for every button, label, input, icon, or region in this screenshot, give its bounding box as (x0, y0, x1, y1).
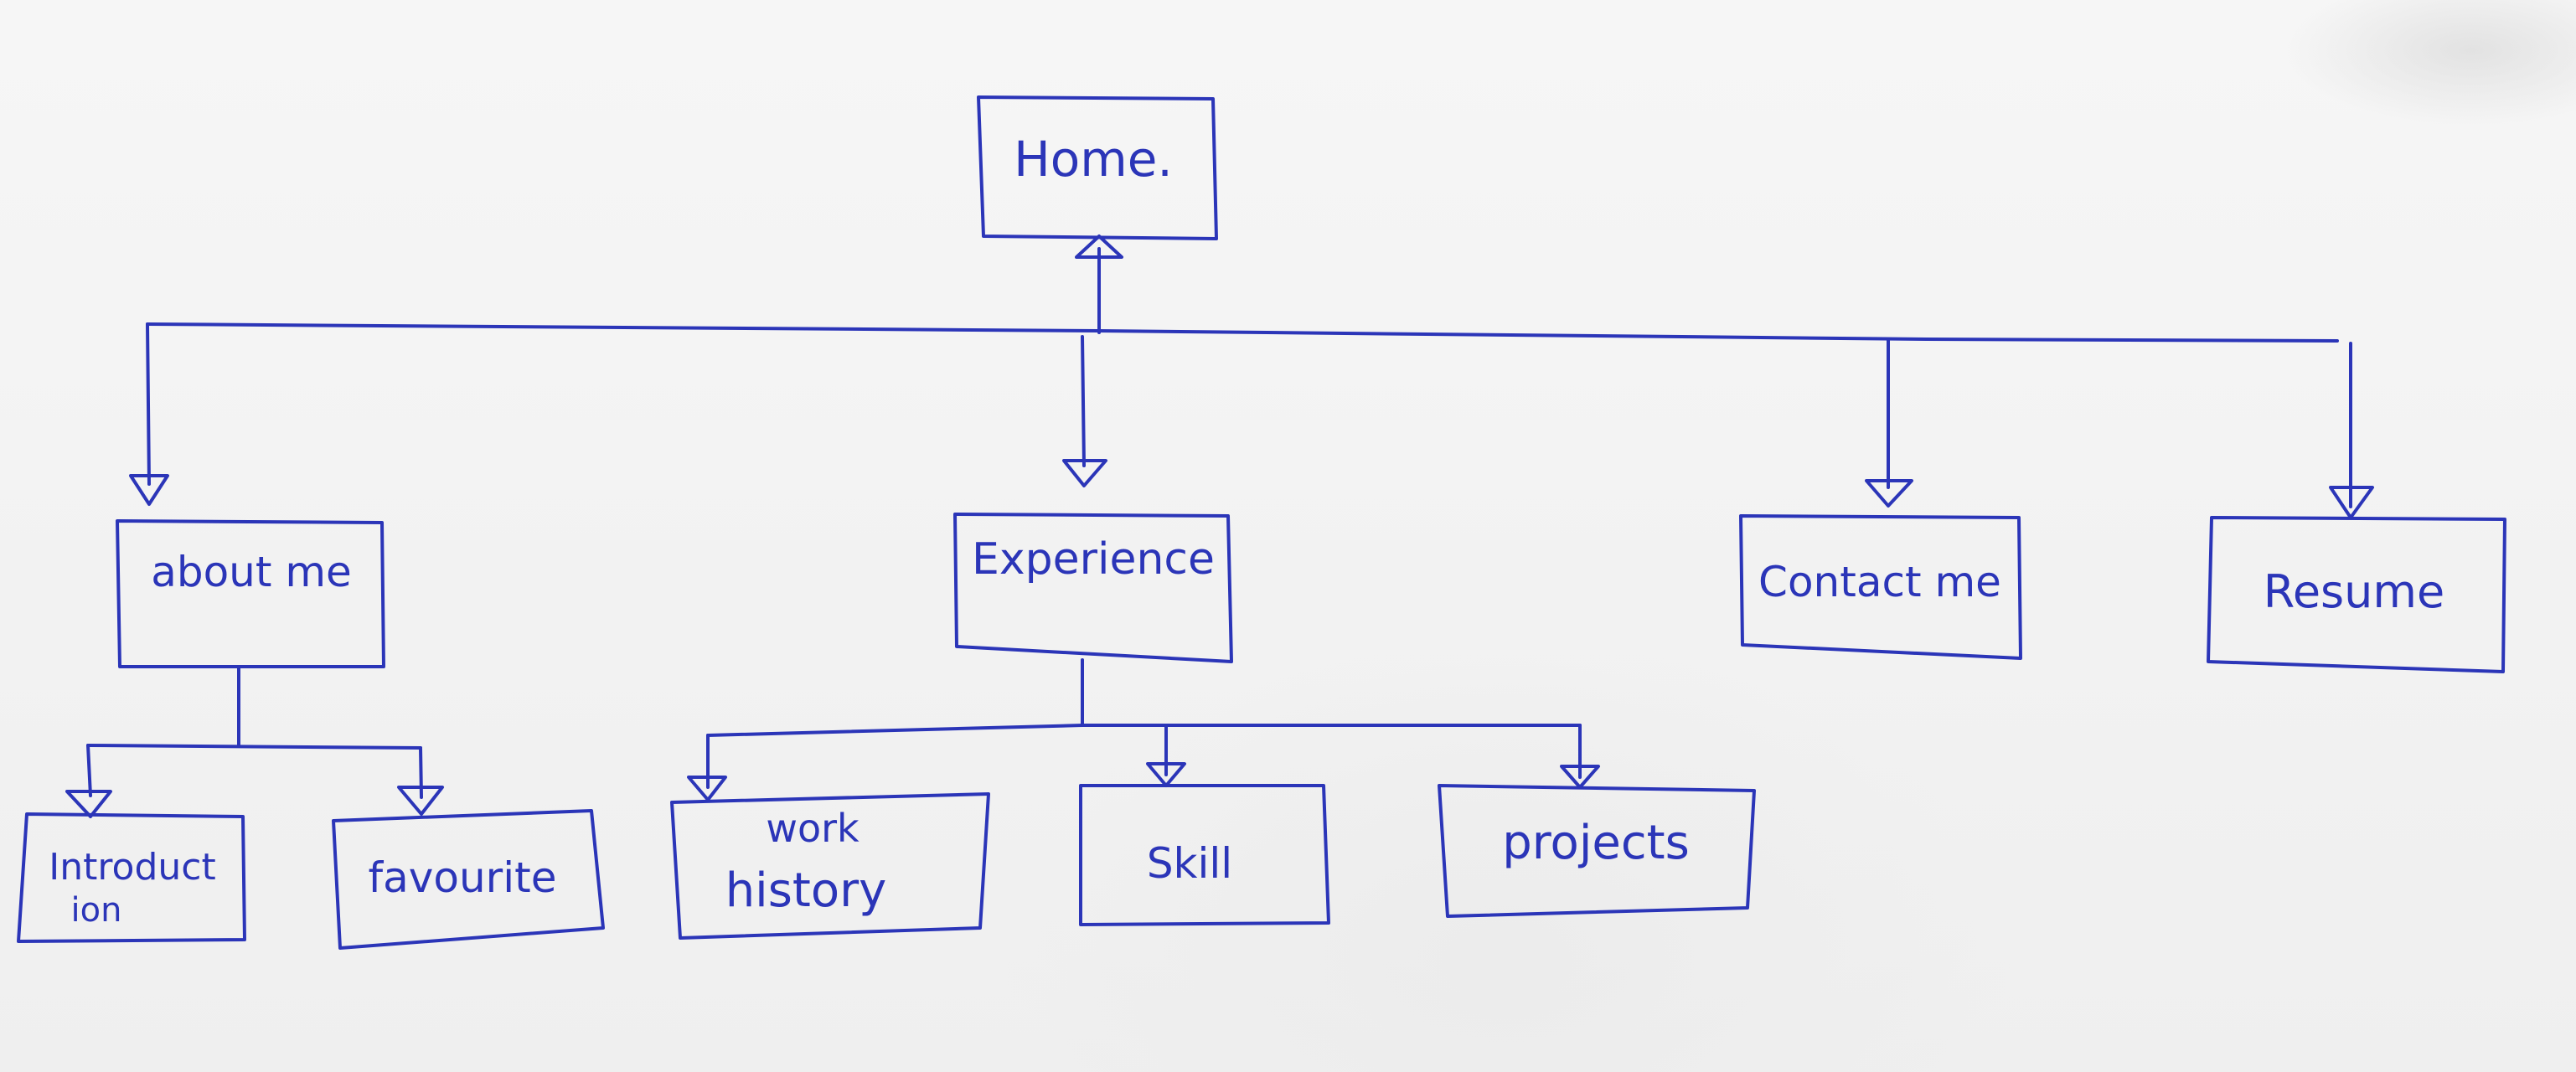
home-label: Home. (1014, 131, 1173, 188)
home-arrowhead (1075, 234, 1123, 259)
arrowheads (65, 234, 2374, 818)
node-work-history: work history (670, 792, 990, 940)
work-history-arrowhead (687, 776, 727, 801)
experience-arrowhead (1062, 459, 1107, 487)
experience-drop-line (1081, 335, 1086, 467)
projects-box (1438, 784, 1756, 918)
node-projects: projects (1438, 784, 1756, 918)
favourite-box (332, 809, 605, 950)
experience-box (953, 513, 1233, 663)
skill-arrowhead (1146, 762, 1186, 787)
work-history-label-line2: history (725, 863, 887, 918)
node-favourite: favourite (332, 809, 605, 950)
introduction-label-line1: Introduct (49, 846, 215, 889)
node-skill: Skill (1079, 784, 1330, 926)
introduction-arrowhead (65, 790, 112, 818)
favourite-label: favourite (369, 853, 557, 902)
skill-box (1079, 784, 1330, 926)
node-experience: Experience (953, 513, 1233, 663)
home-box (977, 95, 1218, 240)
about-me-box (116, 519, 385, 668)
experience-label: Experience (972, 534, 1215, 585)
about-children-bus (86, 744, 422, 750)
projects-arrowhead (1560, 765, 1600, 789)
introduction-box (17, 812, 246, 943)
resume-box (2207, 516, 2506, 673)
node-resume: Resume (2207, 516, 2506, 673)
node-contact-me: Contact me (1739, 514, 2022, 660)
contact-me-box (1739, 514, 2022, 660)
introduction-drop-line (86, 744, 92, 797)
contact-me-label: Contact me (1758, 558, 2001, 606)
contact-arrowhead (1865, 479, 1913, 508)
skill-label: Skill (1147, 839, 1232, 888)
introduction-label-line2: ion (71, 891, 122, 930)
work-history-box (670, 792, 990, 940)
connectors (86, 247, 2352, 799)
resume-label: Resume (2264, 565, 2445, 618)
projects-label: projects (1502, 816, 1690, 870)
about-arrowhead (129, 474, 169, 506)
main-bus-line (146, 322, 2339, 343)
node-about-me: about me (116, 519, 385, 668)
resume-arrowhead (2329, 486, 2374, 519)
node-home: Home. (977, 95, 1218, 240)
work-history-label-line1: work (766, 806, 860, 851)
favourite-arrowhead (397, 786, 444, 816)
node-introduction: Introduct ion (17, 812, 246, 943)
about-drop-line (146, 322, 151, 486)
experience-children-bus (706, 724, 1582, 737)
about-me-label: about me (151, 548, 352, 596)
